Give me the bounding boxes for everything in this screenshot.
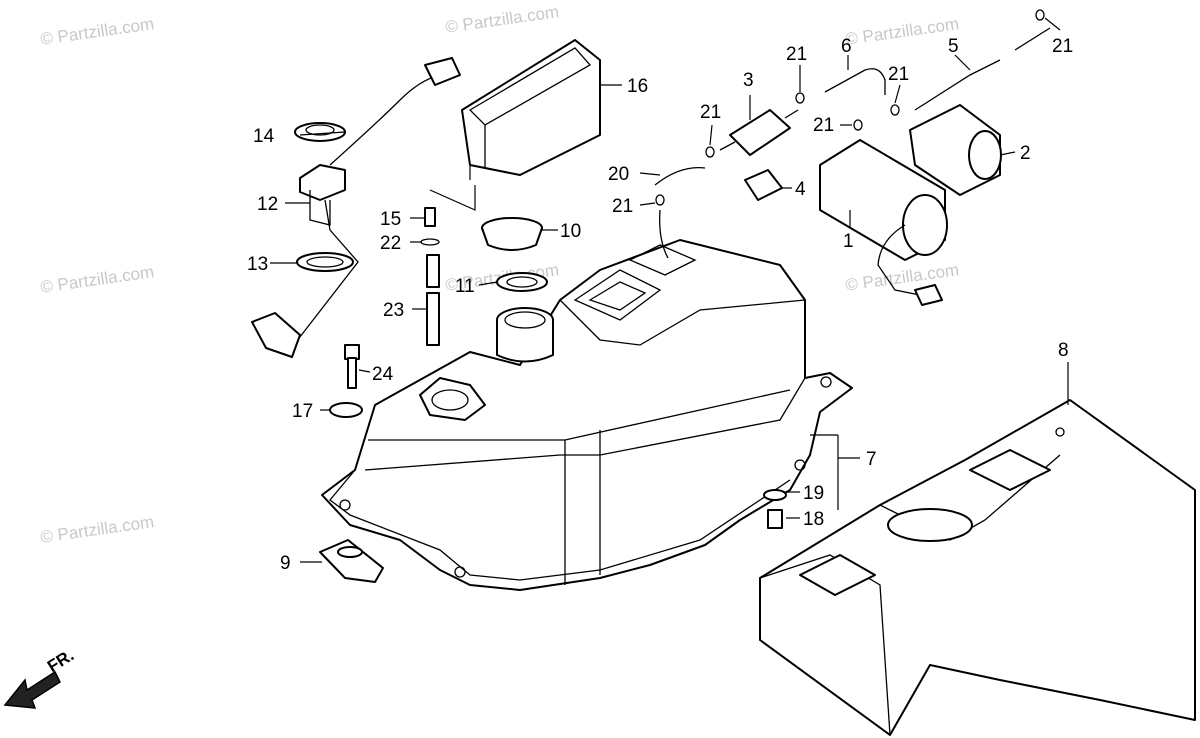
tank-cover: [759, 399, 1196, 736]
fuel-tank: [321, 209, 853, 591]
callout-13: 13: [247, 254, 268, 275]
callout-3: 3: [743, 70, 754, 91]
callout-5: 5: [948, 36, 959, 57]
callout-10: 10: [560, 221, 581, 242]
callout-21-e: 21: [813, 115, 834, 136]
callout-21-a: 21: [612, 196, 633, 217]
callout-4: 4: [795, 179, 806, 200]
callout-17: 17: [292, 401, 313, 422]
callout-20: 20: [608, 164, 629, 185]
callout-6: 6: [841, 36, 852, 57]
fuel-pump: [819, 104, 1002, 306]
front-direction-arrow: [3, 670, 61, 709]
filler-cap: [481, 217, 548, 292]
clips: [655, 9, 1045, 206]
callout-2: 2: [1020, 143, 1031, 164]
leader-lines: [270, 17, 1069, 563]
part-12-sender: [251, 57, 461, 358]
callout-16: 16: [627, 76, 648, 97]
callout-19: 19: [803, 483, 824, 504]
callout-11: 11: [455, 276, 475, 297]
callout-23: 23: [383, 300, 404, 321]
callout-21-b: 21: [700, 102, 721, 123]
callout-8: 8: [1058, 340, 1069, 361]
callout-21-f: 21: [1052, 36, 1073, 57]
callout-9: 9: [280, 553, 291, 574]
callout-1: 1: [843, 231, 854, 252]
hoses: [824, 27, 1051, 111]
fuel-filter: [654, 109, 799, 201]
callout-22: 22: [380, 233, 401, 254]
callout-15: 15: [380, 209, 401, 230]
callout-7: 7: [866, 449, 877, 470]
callout-21-c: 21: [786, 44, 807, 65]
callout-14: 14: [253, 126, 275, 147]
callout-24: 24: [372, 364, 394, 385]
callout-21-d: 21: [888, 64, 909, 85]
small-parts-left: [319, 207, 787, 583]
part-16-box: [461, 39, 601, 180]
part-13-gasket: [296, 252, 354, 272]
callout-labels: 1 2 3 4 5 6 7 8 9 10 11 12 13 14 15 16 1…: [247, 36, 1073, 574]
callout-12: 12: [257, 194, 278, 215]
callout-18: 18: [803, 509, 824, 530]
